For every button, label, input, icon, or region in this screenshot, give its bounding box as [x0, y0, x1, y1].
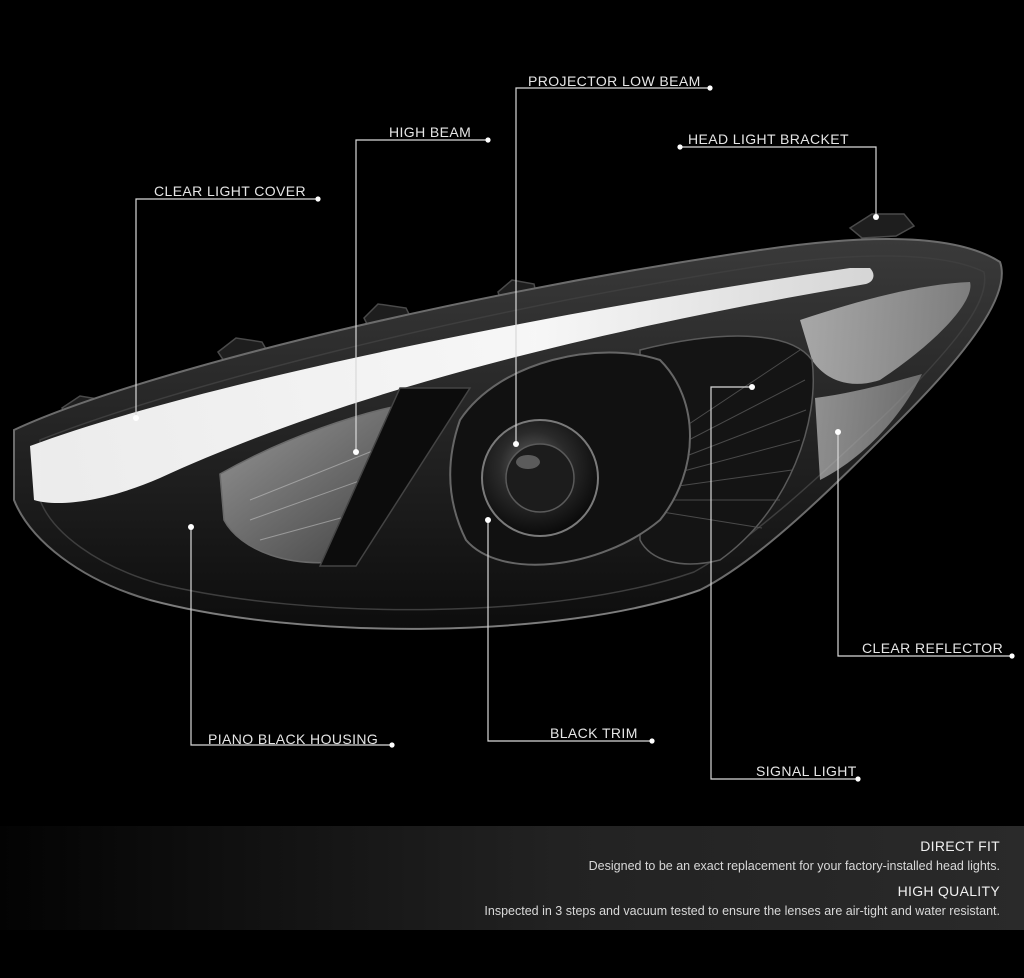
feature-title-high-quality: HIGH QUALITY	[897, 883, 1000, 899]
label-head-light-bracket: HEAD LIGHT BRACKET	[688, 131, 849, 147]
clear-light-cover	[30, 268, 874, 504]
feature-info-panel: DIRECT FIT Designed to be an exact repla…	[0, 826, 1024, 930]
callout-dots	[133, 85, 1015, 782]
label-piano-black-housing: PIANO BLACK HOUSING	[208, 731, 379, 747]
label-signal-light: SIGNAL LIGHT	[756, 763, 857, 779]
callout-lines	[135, 87, 1012, 780]
feature-desc-high-quality: Inspected in 3 steps and vacuum tested t…	[484, 904, 1000, 918]
label-black-trim: BLACK TRIM	[550, 725, 638, 741]
label-projector-low-beam: PROJECTOR LOW BEAM	[528, 73, 701, 89]
feature-title-direct-fit: DIRECT FIT	[920, 838, 1000, 854]
label-high-beam: HIGH BEAM	[389, 124, 472, 140]
label-clear-light-cover: CLEAR LIGHT COVER	[154, 183, 307, 199]
label-clear-reflector: CLEAR REFLECTOR	[862, 640, 1004, 656]
feature-desc-direct-fit: Designed to be an exact replacement for …	[588, 859, 1000, 873]
